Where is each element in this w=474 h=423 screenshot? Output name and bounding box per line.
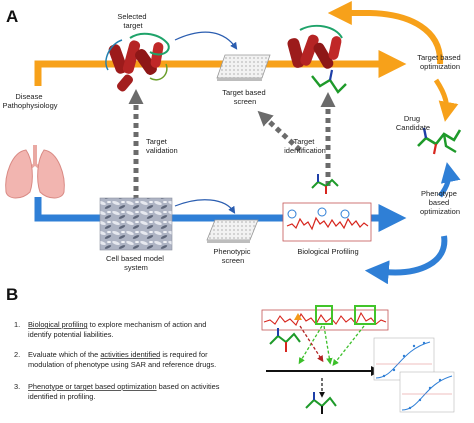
phenotypic-screen-label: Phenotypic screen bbox=[213, 247, 252, 265]
cells-to-screen-curve bbox=[174, 199, 236, 214]
selected-target-protein-image bbox=[105, 32, 170, 92]
dashed-red-arrow bbox=[299, 325, 324, 363]
target-based-screen-label: Target based screen bbox=[222, 88, 267, 106]
target-protein-ligand-image bbox=[287, 24, 347, 94]
blue-to-candidate-arrow bbox=[438, 162, 461, 198]
step-2-text: 2. Evaluate which of the activities iden… bbox=[14, 350, 216, 369]
drug-candidate-molecule-image bbox=[417, 127, 462, 155]
profiling-molecule-image bbox=[311, 174, 339, 194]
target-based-optimization-label: Target based optimization bbox=[417, 53, 462, 71]
disease-pathophysiology-label: Disease Pathophysiology bbox=[2, 92, 57, 110]
phenotypic-screen-plate bbox=[206, 219, 259, 243]
blue-path-line bbox=[34, 197, 407, 232]
target-validation-label: Target validation bbox=[146, 137, 178, 155]
drug-candidate-label: Drug Candidate bbox=[396, 114, 430, 132]
dashed-green-arrow-2 bbox=[332, 325, 365, 367]
dose-response-plot-lower bbox=[399, 371, 455, 413]
orange-to-candidate-arrow bbox=[433, 78, 459, 122]
orange-path-line bbox=[34, 50, 407, 86]
profiling-strip-panel-b bbox=[261, 305, 389, 331]
cell-micrograph-image bbox=[99, 197, 173, 251]
phenotype-based-optimization-label: Phenotype based optimization bbox=[420, 189, 460, 216]
target-screen-plate bbox=[216, 54, 271, 81]
biological-profiling-panel bbox=[282, 202, 372, 242]
molecule-panel-b-left bbox=[269, 328, 301, 352]
lungs-illustration bbox=[5, 145, 65, 199]
target-identification-label: Target identification bbox=[284, 137, 326, 155]
orange-feedback-arc bbox=[327, 0, 444, 65]
step-1-text: 1. Biological profiling to explore mecha… bbox=[14, 320, 208, 339]
biological-profiling-label: Biological Profiling bbox=[297, 247, 358, 256]
target-to-screen-curve bbox=[174, 31, 238, 50]
selected-target-label: Selected target bbox=[117, 12, 148, 30]
step-3-text: 3. Phenotype or target based optimizatio… bbox=[14, 382, 222, 401]
cell-based-model-label: Cell based model system bbox=[106, 254, 166, 272]
molecule-panel-b-bottom bbox=[305, 392, 337, 414]
panel-a-letter: A bbox=[6, 7, 18, 26]
panel-b-letter: B bbox=[6, 285, 18, 304]
blue-feedback-arc bbox=[364, 235, 448, 285]
dashed-green-arrow-1 bbox=[323, 325, 333, 365]
